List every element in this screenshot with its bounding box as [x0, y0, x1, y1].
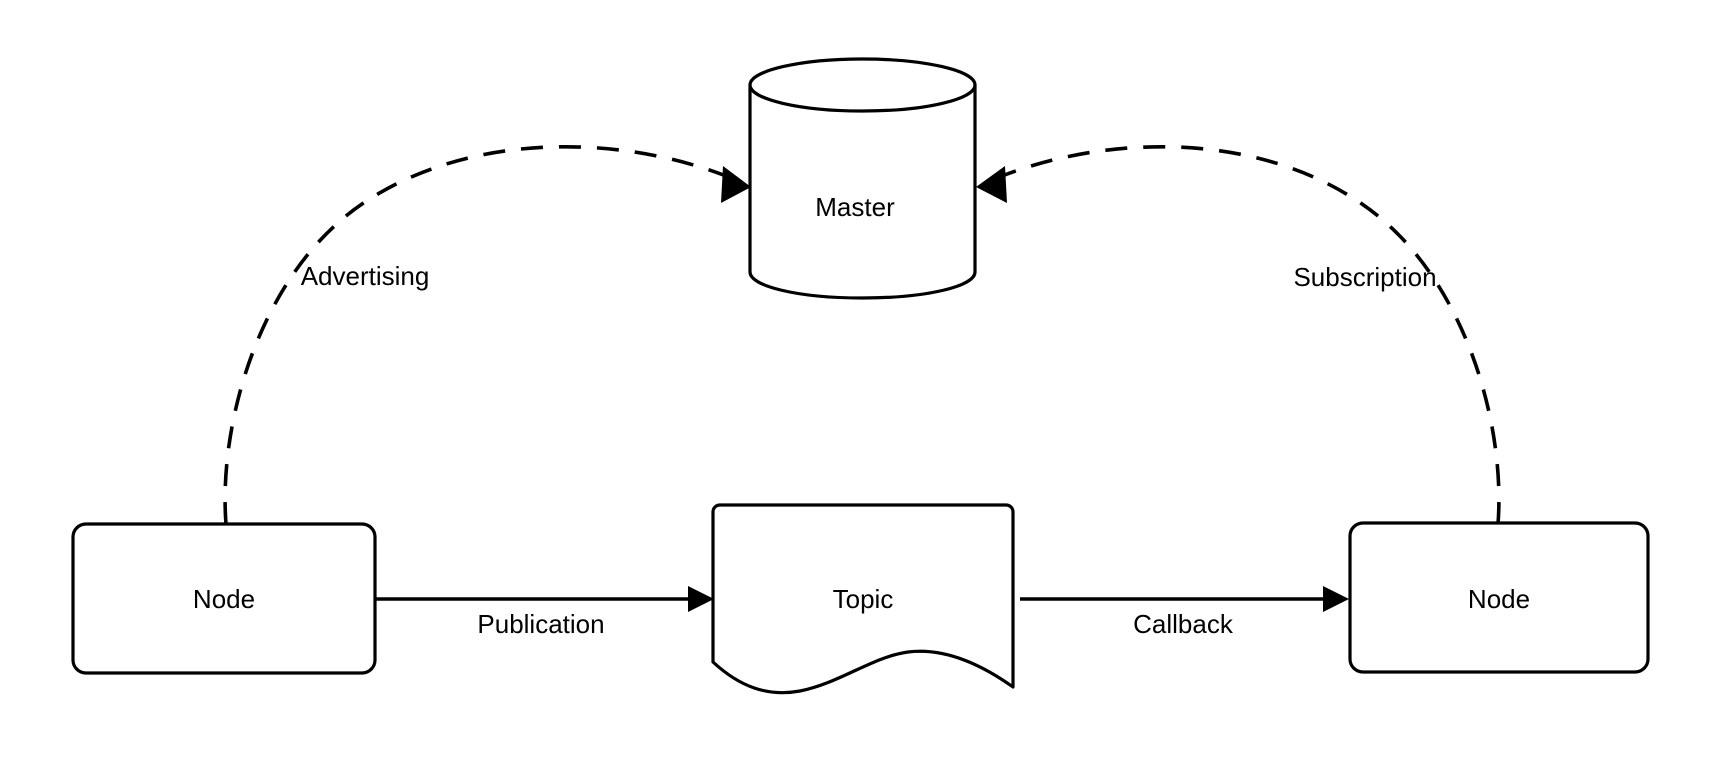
node-left-box — [71, 522, 377, 675]
node-right[interactable]: Node — [1348, 521, 1650, 674]
edge-subscription-arrowhead — [976, 166, 1007, 203]
edge-callback-label: Callback — [1133, 609, 1234, 639]
edge-callback[interactable] — [1020, 586, 1349, 612]
edge-publication-arrowhead — [688, 586, 714, 612]
node-topic[interactable]: Topic — [711, 503, 1015, 695]
edge-subscription-label: Subscription — [1293, 262, 1436, 292]
edge-advertising-label: Advertising — [301, 261, 430, 291]
node-topic-label: Topic — [833, 584, 894, 614]
edge-advertising[interactable] — [223, 144, 751, 525]
node-left-label: Node — [193, 584, 255, 614]
master-cylinder-body — [748, 83, 977, 300]
edge-publication[interactable] — [375, 586, 714, 612]
topic-document-shape — [711, 503, 1015, 695]
node-master[interactable]: Master — [748, 57, 977, 300]
node-left[interactable]: Node — [71, 522, 377, 675]
master-cylinder-top — [748, 57, 977, 113]
edge-subscription-path — [1001, 144, 1501, 525]
node-master-label: Master — [815, 192, 895, 222]
edge-callback-arrowhead — [1323, 586, 1349, 612]
edge-subscription[interactable] — [976, 144, 1501, 525]
node-right-label: Node — [1468, 584, 1530, 614]
edge-advertising-path — [223, 144, 727, 525]
edge-publication-label: Publication — [477, 609, 604, 639]
node-right-box — [1348, 521, 1650, 674]
edge-advertising-arrowhead — [721, 166, 751, 203]
